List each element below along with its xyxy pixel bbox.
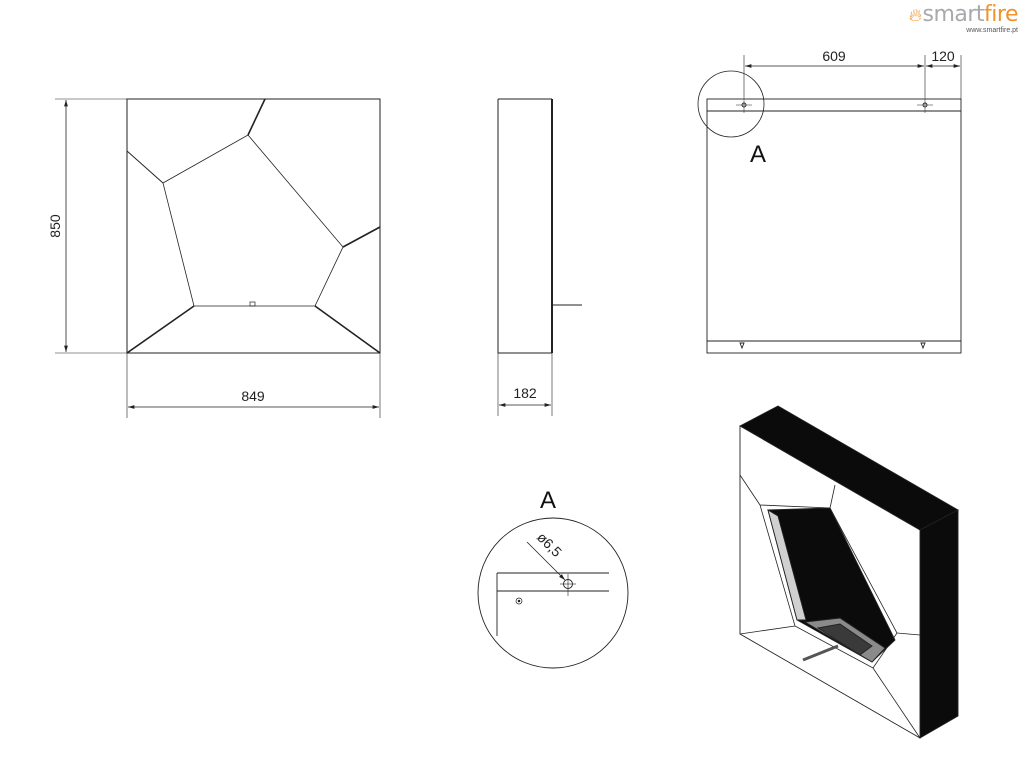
brand-logo: 🔥︎smartfire www.smartfire.pt	[908, 2, 1019, 35]
brand-name-fire: fire	[984, 2, 1018, 27]
iso-facet-line	[739, 474, 761, 506]
iso-burner-handle	[802, 644, 839, 662]
iso-facet-line	[739, 625, 796, 635]
keyhole-mark	[920, 342, 926, 350]
iso-facet-line	[829, 484, 836, 509]
facet-line	[126, 305, 195, 354]
facet-line	[126, 150, 164, 184]
detail-reference-label: A	[750, 141, 766, 168]
facet-line	[342, 226, 381, 248]
front-view	[55, 98, 381, 418]
front-width-label: 849	[241, 388, 265, 404]
rear-outline	[706, 98, 962, 354]
side-view	[497, 98, 582, 416]
hole-spacing-label: 609	[822, 48, 846, 64]
detail-a-title: A	[540, 487, 556, 514]
front-outline	[126, 98, 381, 354]
iso-burner-slot	[816, 623, 873, 656]
brand-wordmark: 🔥︎smartfire	[908, 2, 1019, 27]
isometric-view	[739, 405, 959, 739]
iso-opening-rim	[759, 504, 898, 669]
flame-icon: 🔥︎	[908, 5, 922, 26]
brand-url: www.smartfire.pt	[966, 27, 1018, 34]
diameter-leader	[526, 541, 566, 581]
side-depth-label: 182	[513, 385, 537, 401]
detail-circle	[697, 70, 765, 138]
screw-mark	[515, 597, 523, 605]
brand-name-smart: smart	[922, 2, 985, 27]
hole-offset-label: 120	[931, 48, 955, 64]
hole-diameter-label: ø6,5	[534, 529, 565, 560]
iso-facet-line	[872, 667, 921, 739]
facet-line	[314, 305, 381, 354]
rear-view	[697, 55, 962, 354]
keyhole-mark	[739, 342, 745, 350]
burner-tab	[249, 301, 256, 307]
iso-facet-line	[896, 632, 921, 636]
facet-line	[247, 98, 266, 136]
detail-a-view	[477, 517, 629, 669]
iso-side-face	[919, 509, 959, 739]
iso-cavity-wall	[767, 509, 807, 621]
front-opening	[162, 134, 344, 307]
detail-a-circle	[477, 517, 629, 669]
front-height-label: 850	[47, 214, 63, 238]
